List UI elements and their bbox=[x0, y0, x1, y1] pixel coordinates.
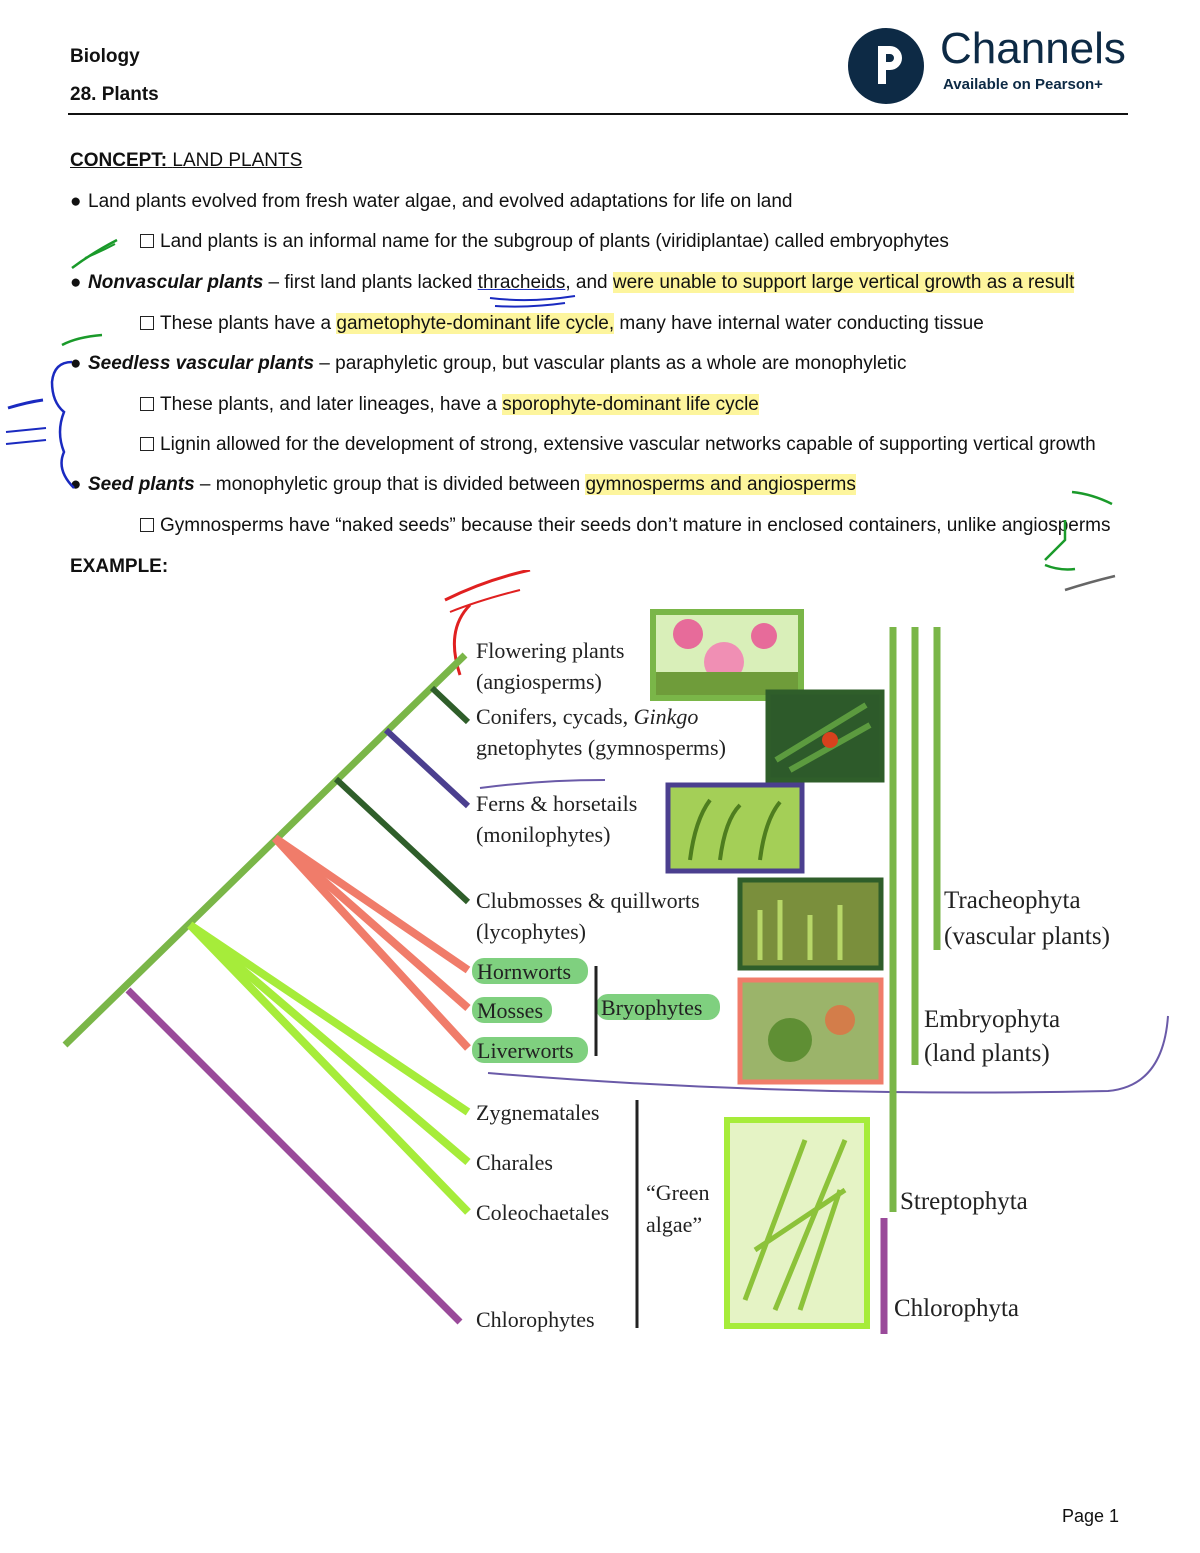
branch-gymnosperms bbox=[429, 685, 471, 725]
bullet-text: – first land plants lacked bbox=[263, 272, 478, 293]
taxon-flowering-plants: Flowering plants bbox=[476, 638, 625, 663]
concept-label: CONCEPT: bbox=[70, 150, 168, 171]
sub-text: These plants have a bbox=[160, 313, 337, 334]
sub-line-9: Gymnosperms have “naked seeds” because t… bbox=[140, 515, 1111, 537]
checkbox-square-icon bbox=[140, 437, 154, 451]
concept-title: LAND PLANTS bbox=[172, 150, 303, 171]
taxon-hornworts: Hornworts bbox=[477, 959, 571, 984]
bullet-line-5: ●Seedless vascular plants – paraphyletic… bbox=[70, 353, 907, 374]
sub-text: many have internal water conducting tiss… bbox=[614, 313, 984, 334]
highlight-bryophytes bbox=[596, 994, 720, 1020]
header-divider bbox=[68, 113, 1128, 115]
taxon-angiosperms: (angiosperms) bbox=[476, 669, 602, 694]
subject-label: Biology bbox=[70, 46, 140, 67]
taxon-charales: Charales bbox=[476, 1150, 553, 1175]
photo-conifers bbox=[765, 689, 885, 783]
taxon-clubmosses: Clubmosses & quillworts bbox=[476, 888, 700, 913]
logo-title: Channels bbox=[940, 24, 1126, 73]
sub-text: These plants, and later lineages, have a bbox=[160, 394, 503, 415]
group-embryophyta: Embryophyta bbox=[924, 1006, 1060, 1033]
highlight-hornworts bbox=[472, 958, 588, 984]
sub-text: Land plants is an informal name for the … bbox=[160, 231, 949, 252]
term-seed-plants: Seed plants bbox=[88, 474, 195, 495]
taxon-coleochaetales: Coleochaetales bbox=[476, 1200, 609, 1225]
logo-subtitle: Available on Pearson+ bbox=[943, 76, 1103, 93]
sub-line-6: These plants, and later lineages, have a… bbox=[140, 394, 759, 416]
handwritten-annotations bbox=[5, 238, 1116, 592]
bullet-line-1: ●Land plants evolved from fresh water al… bbox=[70, 191, 793, 212]
page-number: Page 1 bbox=[1062, 1506, 1120, 1526]
channels-logo: Channels Available on Pearson+ bbox=[848, 24, 1128, 104]
taxon-zygnematales: Zygnematales bbox=[476, 1100, 599, 1125]
branch-charales bbox=[187, 921, 471, 1166]
branch-chlorophytes bbox=[125, 987, 463, 1325]
taxon-conifers-text: Conifers, cycads, bbox=[476, 704, 634, 729]
chapter-label: 28. Plants bbox=[70, 84, 159, 105]
group-bryophytes: Bryophytes bbox=[601, 995, 702, 1020]
term-nonvascular: Nonvascular plants bbox=[88, 272, 264, 293]
tree-trunk-branch bbox=[62, 652, 468, 1048]
branch-liverworts bbox=[272, 835, 471, 1051]
sub-line-4: These plants have a gametophyte-dominant… bbox=[140, 313, 984, 335]
taxon-ferns: Ferns & horsetails bbox=[476, 791, 637, 816]
highlighted-text: were unable to support large vertical gr… bbox=[612, 272, 1075, 293]
pearson-p-icon bbox=[848, 28, 924, 104]
highlight-liverworts bbox=[472, 1037, 588, 1063]
bullet-line-8: ●Seed plants – monophyletic group that i… bbox=[70, 474, 856, 495]
photo-flowering-plants bbox=[650, 609, 804, 701]
taxon-lycophytes: (lycophytes) bbox=[476, 919, 586, 944]
sub-line-2: Land plants is an informal name for the … bbox=[140, 231, 949, 253]
checkbox-square-icon bbox=[140, 316, 154, 330]
taxon-mosses: Mosses bbox=[477, 998, 543, 1023]
branch-hornworts bbox=[272, 834, 471, 974]
photo-green-algae bbox=[724, 1117, 870, 1329]
concept-heading: CONCEPT: LAND PLANTS bbox=[70, 150, 302, 172]
checkbox-square-icon bbox=[140, 234, 154, 248]
bullet-text: – paraphyletic group, but vascular plant… bbox=[314, 353, 907, 374]
highlighted-text: gymnosperms and angiosperms bbox=[585, 474, 856, 495]
taxon-chlorophytes: Chlorophytes bbox=[476, 1307, 595, 1332]
taxon-conifers: Conifers, cycads, Ginkgo bbox=[476, 704, 698, 729]
bullet-text: Land plants evolved from fresh water alg… bbox=[88, 191, 793, 212]
branch-coleochaetales bbox=[187, 922, 471, 1215]
checkbox-square-icon bbox=[140, 518, 154, 532]
photo-lycophytes bbox=[737, 877, 884, 971]
taxon-monilophytes: (monilophytes) bbox=[476, 822, 610, 847]
example-label: EXAMPLE: bbox=[70, 556, 169, 577]
sub-text: Lignin allowed for the development of st… bbox=[160, 434, 1096, 455]
group-streptophyta: Streptophyta bbox=[900, 1188, 1028, 1215]
group-vascular-plants: (vascular plants) bbox=[944, 923, 1110, 950]
underlined-term: thracheids bbox=[477, 272, 566, 293]
green-algae-label-2: algae” bbox=[646, 1212, 702, 1237]
phylogenetic-tree: Flowering plants (angiosperms) Conifers,… bbox=[62, 570, 1169, 1334]
annotation-land-plants-arrow bbox=[487, 1015, 1169, 1094]
bullet-line-3: ●Nonvascular plants – first land plants … bbox=[70, 272, 1075, 293]
sub-line-7: Lignin allowed for the development of st… bbox=[140, 434, 1096, 456]
taxon-liverworts: Liverworts bbox=[477, 1038, 574, 1063]
bullet-text: , and bbox=[565, 272, 613, 293]
highlight-mosses bbox=[472, 997, 552, 1023]
group-chlorophyta: Chlorophyta bbox=[894, 1295, 1019, 1322]
group-land-plants: (land plants) bbox=[924, 1040, 1050, 1067]
photo-ferns bbox=[665, 782, 805, 874]
checkbox-square-icon bbox=[140, 397, 154, 411]
taxon-gymnosperms: gnetophytes (gymnosperms) bbox=[476, 735, 726, 760]
sub-text: Gymnosperms have “naked seeds” because t… bbox=[160, 515, 1111, 536]
branch-lycophytes bbox=[333, 776, 471, 905]
group-tracheophyta: Tracheophyta bbox=[944, 887, 1081, 914]
branch-zygnematales bbox=[187, 921, 471, 1116]
green-algae-label-1: “Green bbox=[646, 1180, 710, 1205]
highlighted-text: sporophyte-dominant life cycle bbox=[502, 394, 759, 415]
highlighted-text: gametophyte-dominant life cycle, bbox=[336, 313, 615, 334]
photo-bryophytes bbox=[737, 977, 884, 1085]
taxon-ginkgo: Ginkgo bbox=[634, 704, 699, 729]
branch-monilophytes bbox=[383, 727, 471, 809]
term-seedless-vascular: Seedless vascular plants bbox=[88, 353, 315, 374]
branch-mosses bbox=[272, 834, 471, 1012]
document-header: Biology 28. Plants bbox=[70, 38, 159, 114]
bullet-text: – monophyletic group that is divided bet… bbox=[194, 474, 586, 495]
